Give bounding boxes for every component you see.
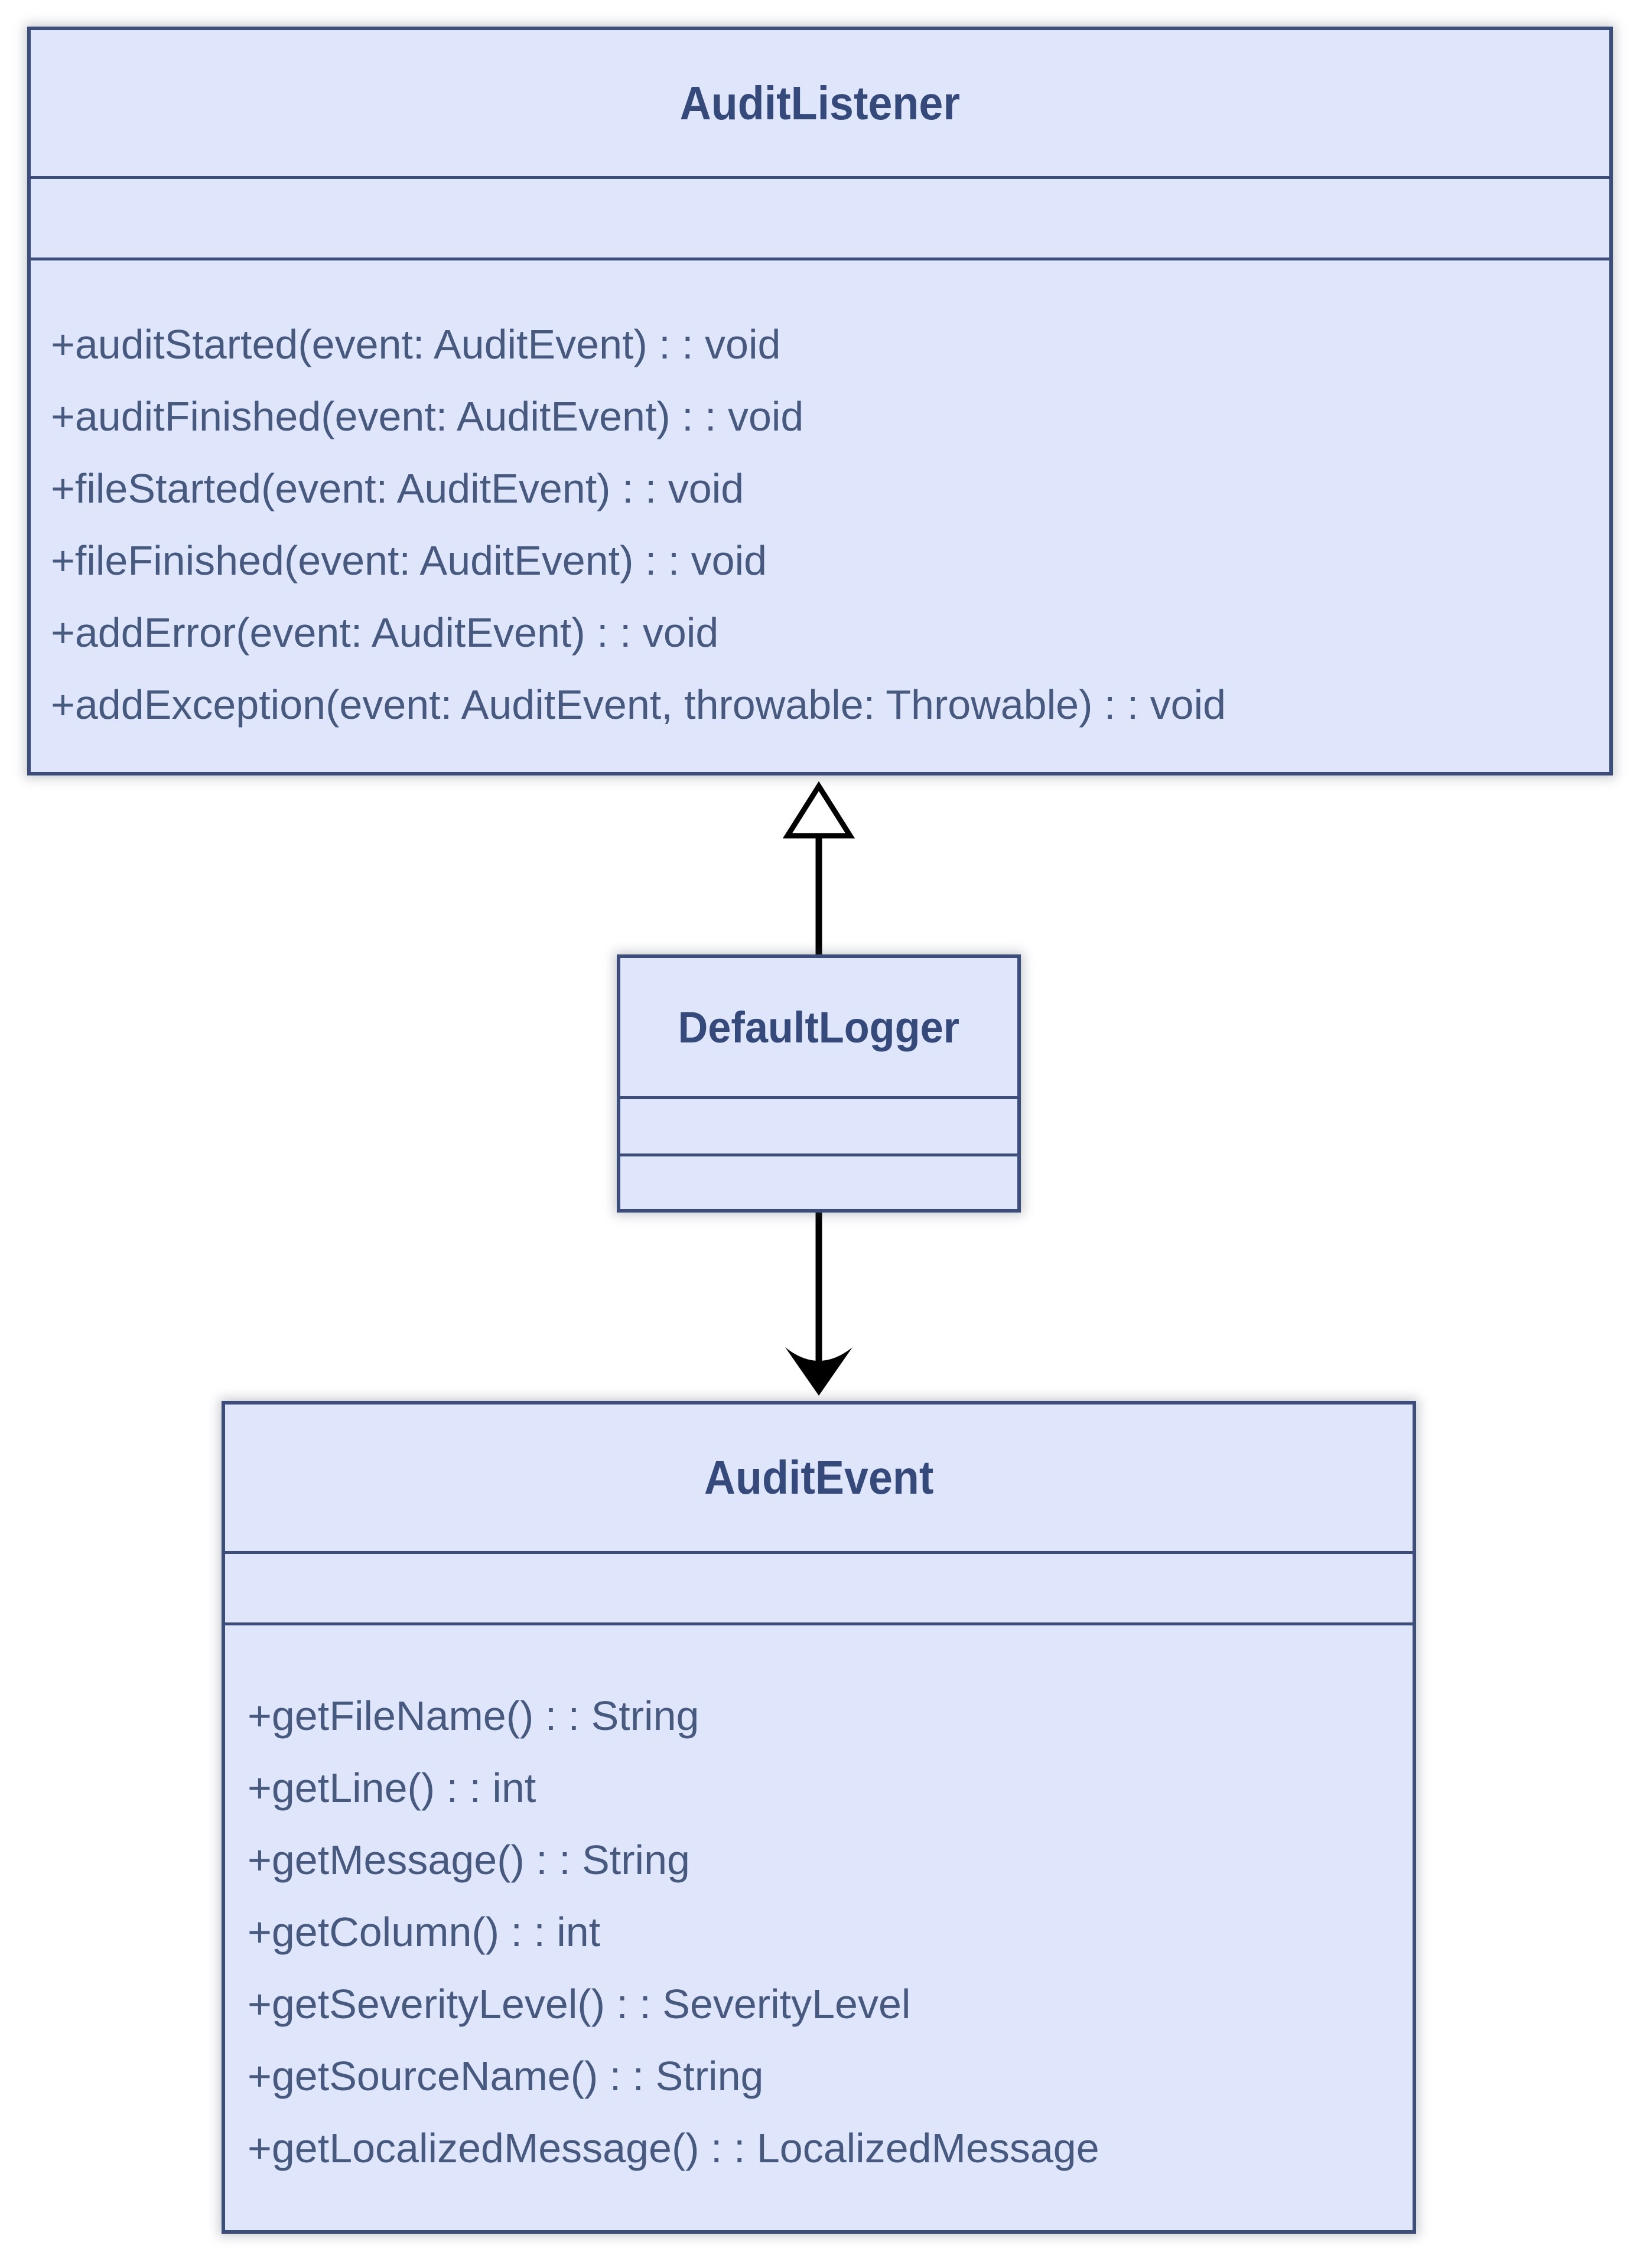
method-list: +getFileName() : : String +getLine() : : … [225,1625,1413,2184]
attributes-compartment [620,1099,1017,1156]
realization-arrow [782,781,855,958]
class-title-bar: AuditListener [31,30,1609,179]
association-arrow [785,1210,852,1396]
open-arrowhead-icon [785,1347,852,1396]
method-line: +getFileName() : : String [248,1693,699,1739]
methods-compartment: +getFileName() : : String +getLine() : : … [225,1625,1413,2230]
method-line: +getSourceName() : : String [248,2053,764,2099]
method-list: +auditStarted(event: AuditEvent) : : voi… [31,260,1609,741]
method-line: +auditStarted(event: AuditEvent) : : voi… [51,321,781,367]
method-line: +fileFinished(event: AuditEvent) : : voi… [51,537,767,584]
method-line: +getColumn() : : int [248,1909,601,1955]
class-box-auditlistener: AuditListener +auditStarted(event: Audit… [27,27,1613,775]
method-line: +getSeverityLevel() : : SeverityLevel [248,1981,911,2027]
class-name: AuditListener [679,76,961,129]
methods-compartment [620,1156,1017,1209]
method-line: +addError(event: AuditEvent) : : void [51,610,719,656]
method-line: +fileStarted(event: AuditEvent) : : void [51,465,744,511]
attributes-compartment [31,179,1609,260]
class-box-defaultlogger: DefaultLogger [617,954,1021,1213]
class-name: DefaultLogger [678,1002,960,1052]
class-box-auditevent: AuditEvent +getFileName() : : String+get… [222,1401,1416,2234]
class-title-bar: AuditEvent [225,1405,1413,1554]
hollow-triangle-arrowhead-icon [782,781,855,839]
method-line: +getMessage() : : String [248,1837,690,1883]
attributes-compartment [225,1554,1413,1625]
method-line: +getLocalizedMessage() : : LocalizedMess… [248,2125,1099,2171]
method-line: +auditFinished(event: AuditEvent) : : vo… [51,393,804,439]
methods-compartment: +auditStarted(event: AuditEvent) : : voi… [31,260,1609,772]
class-name: AuditEvent [704,1451,934,1504]
method-line: +getLine() : : int [248,1765,536,1811]
method-line: +addException(event: AuditEvent, throwab… [51,682,1226,728]
class-title-bar: DefaultLogger [620,958,1017,1099]
